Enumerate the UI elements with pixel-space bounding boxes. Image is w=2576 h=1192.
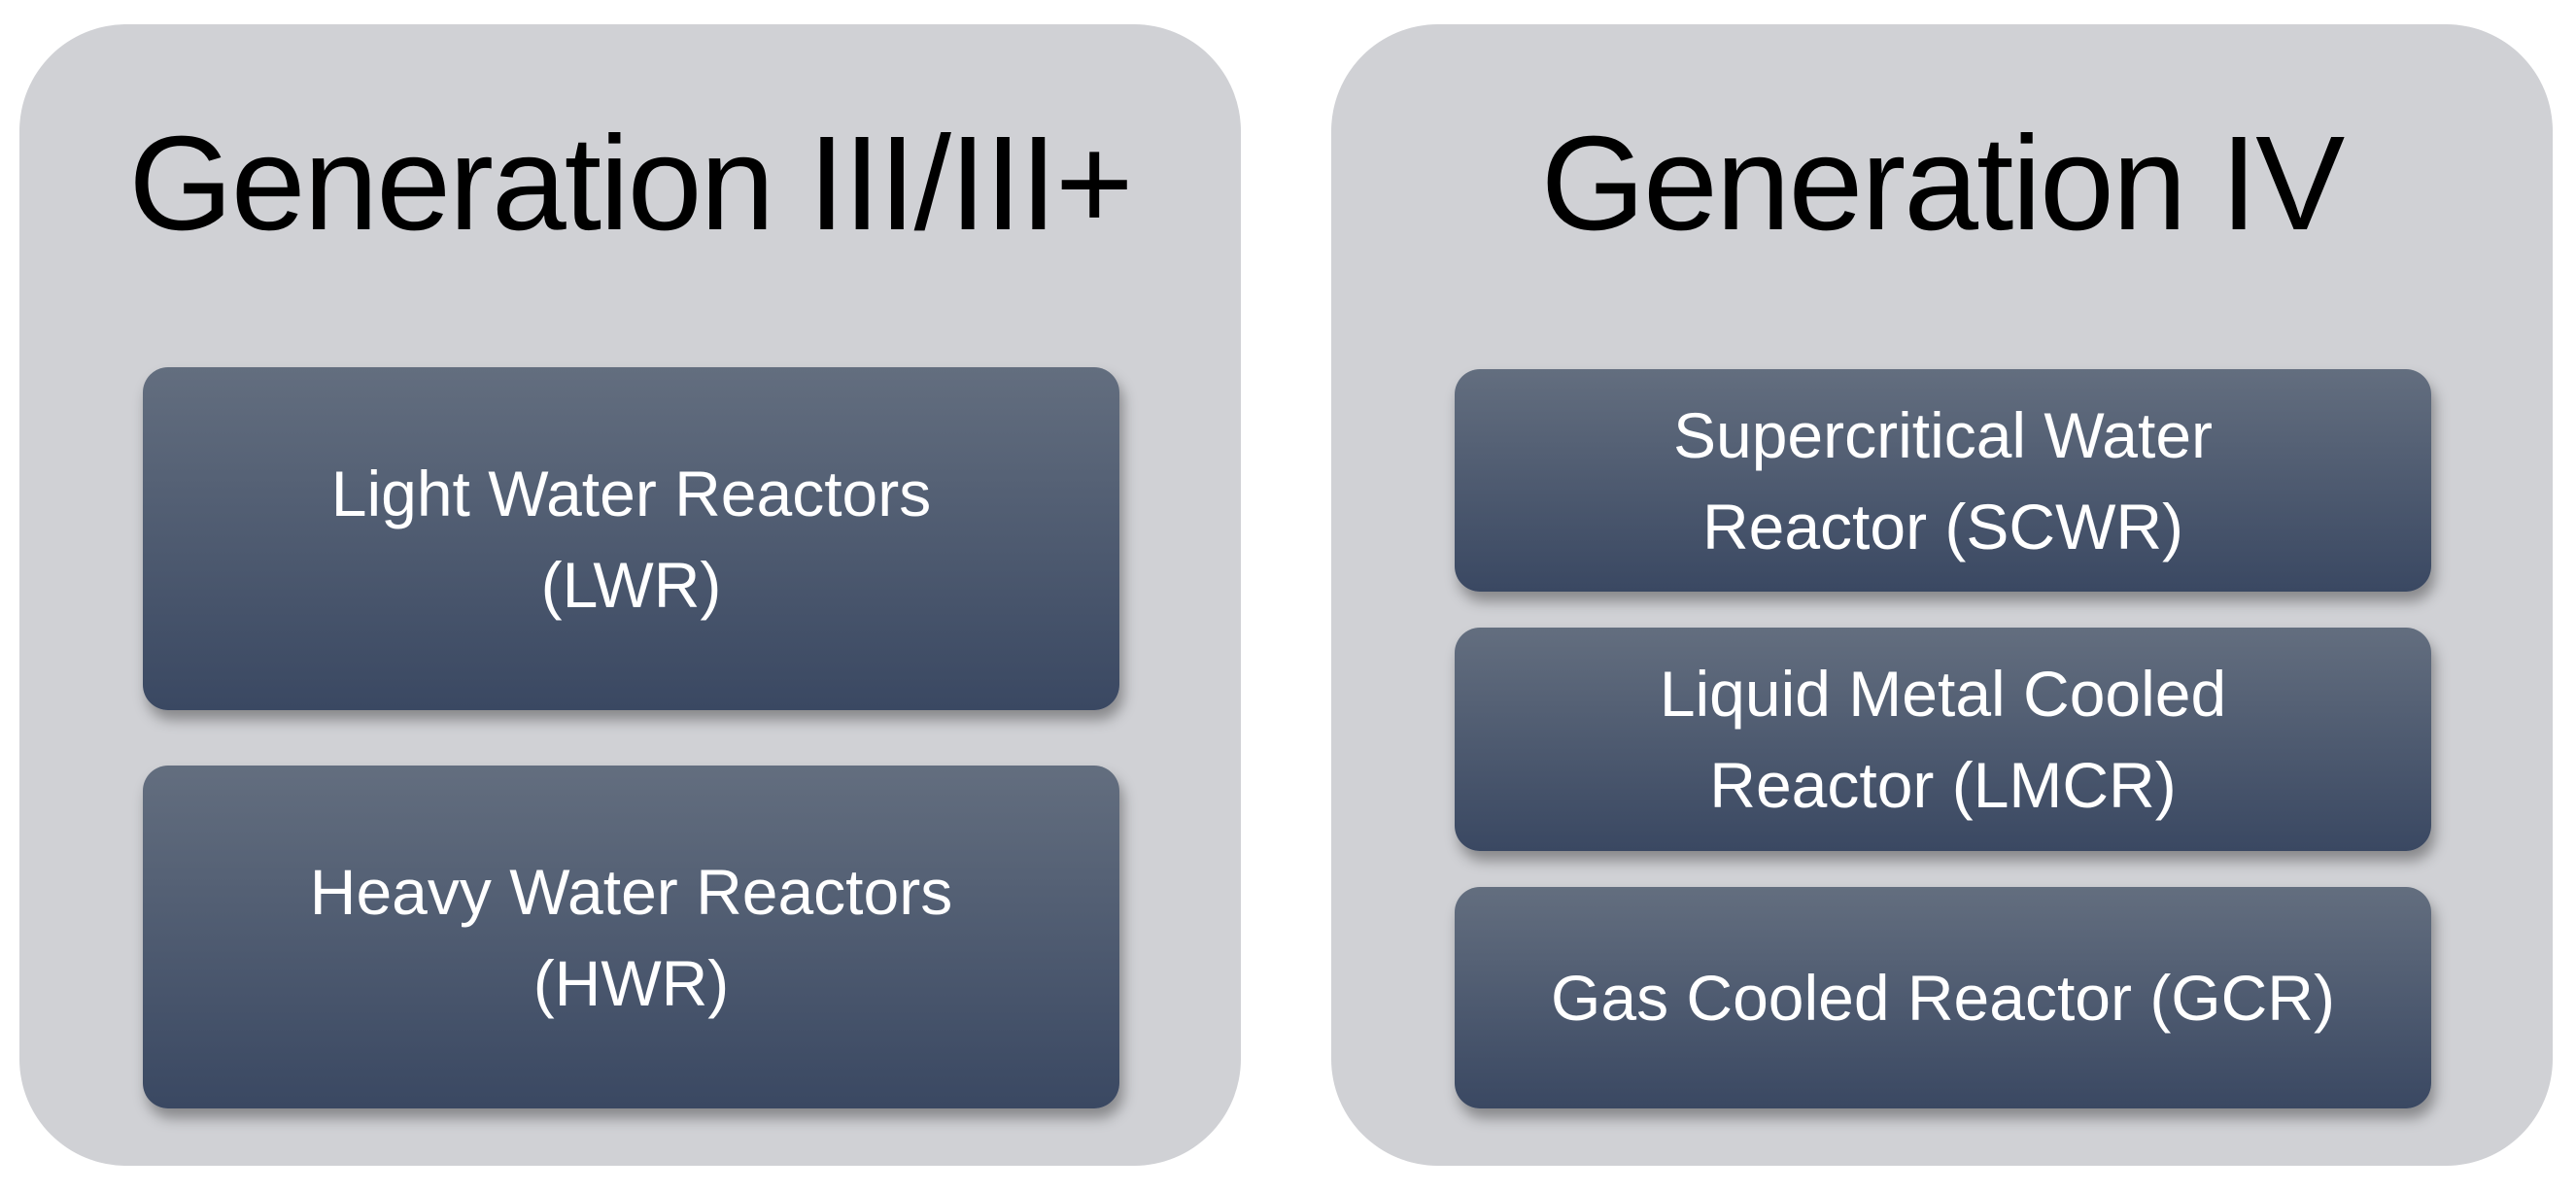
hwr-box: Heavy Water Reactors (HWR): [143, 766, 1119, 1108]
generation-iii-panel: Generation III/III+ Light Water Reactors…: [19, 24, 1241, 1166]
box-label: (HWR): [532, 946, 730, 1019]
box-label: Liquid Metal Cooled: [1659, 658, 2227, 730]
lwr-box: Light Water Reactors (LWR): [143, 367, 1119, 710]
box-label: Heavy Water Reactors: [309, 855, 953, 928]
panel-title: Generation III/III+: [128, 109, 1133, 258]
box-label: Gas Cooled Reactor (GCR): [1551, 962, 2335, 1034]
box-label: Reactor (LMCR): [1709, 749, 2177, 821]
box-label: Reactor (SCWR): [1701, 490, 2184, 562]
gcr-box: Gas Cooled Reactor (GCR): [1455, 887, 2431, 1108]
box-label: (LWR): [540, 548, 722, 621]
box-label: Supercritical Water: [1672, 398, 2214, 471]
box-label: Light Water Reactors: [330, 457, 932, 529]
panel-title: Generation IV: [1540, 109, 2346, 258]
